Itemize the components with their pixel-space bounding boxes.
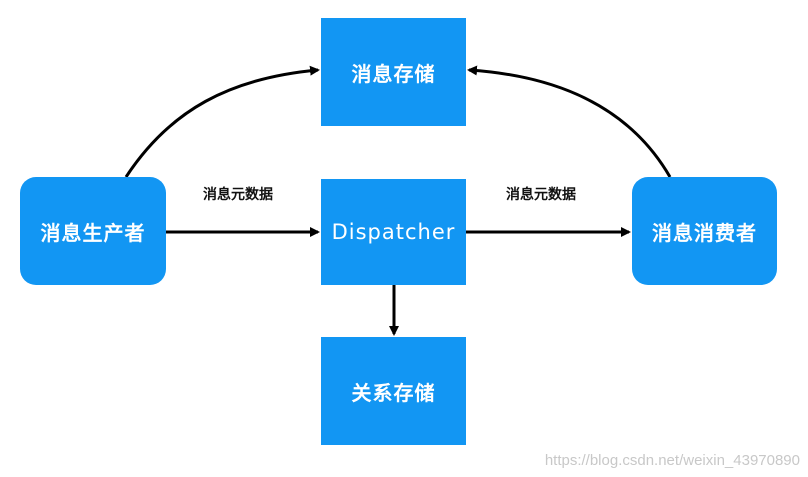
producer-node: 消息生产者 (20, 177, 166, 285)
relation-storage-label: 关系存储 (351, 380, 436, 405)
edge-label-producer-dispatcher: 消息元数据 (203, 187, 273, 203)
arrow-consumer-to-message-storage (467, 65, 672, 178)
consumer-label: 消息消费者 (652, 220, 757, 245)
producer-label: 消息生产者 (40, 220, 146, 245)
message-storage-label: 消息存储 (351, 61, 436, 86)
relation-storage-node: 关系存储 (321, 337, 466, 445)
message-storage-node: 消息存储 (321, 18, 466, 126)
consumer-node: 消息消费者 (632, 177, 777, 285)
dispatcher-node: Dispatcher (321, 179, 466, 285)
dispatcher-label: Dispatcher (331, 220, 456, 244)
arrow-producer-to-message-storage (124, 65, 320, 178)
edge-label-dispatcher-consumer: 消息元数据 (506, 187, 576, 203)
watermark: https://blog.csdn.net/weixin_43970890 (544, 452, 800, 469)
